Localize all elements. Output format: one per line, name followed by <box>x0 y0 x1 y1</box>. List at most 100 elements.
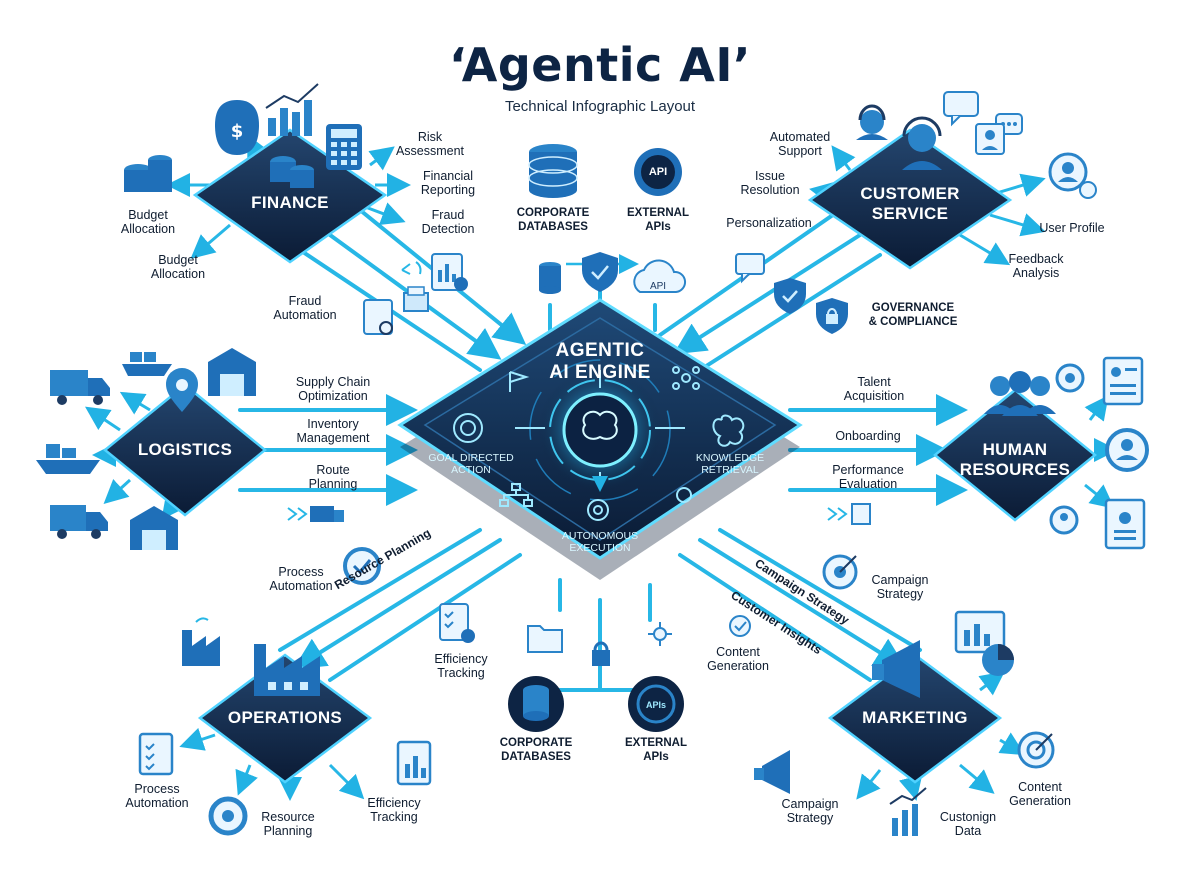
content-bot-line2: Generation <box>1009 794 1071 808</box>
money-bag-icon: $ <box>215 100 259 155</box>
location-pin-icon <box>166 368 198 412</box>
marketing-hub-label: MARKETING <box>862 708 968 727</box>
target-icon <box>453 413 483 443</box>
feedback-line2: Analysis <box>1012 266 1060 280</box>
supply-line1: Supply Chain <box>295 375 371 389</box>
content-check-icon <box>729 615 751 637</box>
small-megaphone-icon <box>754 750 790 794</box>
coin-stack-icon <box>124 155 172 192</box>
route-line2: Planning <box>308 477 358 491</box>
user-card-icon <box>975 123 1005 155</box>
process-bot-line2: Automation <box>125 796 189 810</box>
logistics-icons <box>36 348 344 550</box>
audit-doc-icon <box>363 299 393 335</box>
knowledge-retrieval-label: KNOWLEDGE RETRIEVAL <box>680 452 780 476</box>
database-icon <box>528 144 578 198</box>
coins-icon <box>270 156 314 188</box>
cargo-ship-icon <box>122 352 172 376</box>
issue-line2: Resolution <box>740 183 800 197</box>
top-data-icons <box>528 144 686 294</box>
headset-agent-icon <box>902 116 942 170</box>
padlock-icon <box>592 641 610 666</box>
corp-db-top-line1: CORPORATE <box>516 207 590 219</box>
efficiency-top-line1: Efficiency <box>434 652 488 666</box>
engine-title: AGENTIC AI ENGINE <box>520 340 680 384</box>
flag-icon <box>509 371 530 392</box>
performance-line1: Performance <box>832 463 904 477</box>
budget-b-line2: Allocation <box>150 267 206 281</box>
resource-bot-line2: Planning <box>263 824 313 838</box>
delivery-truck-icon <box>50 505 108 539</box>
personalization-label: Personalization <box>726 216 812 230</box>
resume-doc-icon <box>1102 356 1144 406</box>
megaphone-icon <box>872 640 920 698</box>
efficiency-bot-line1: Efficiency <box>367 796 421 810</box>
outer-arrows <box>85 134 1118 801</box>
profile-gear-icon <box>1049 505 1079 535</box>
knowledge-line1: KNOWLEDGE <box>695 452 765 464</box>
fraud-detection-line1: Fraud <box>431 208 465 222</box>
reporting-line2: Reporting <box>420 183 476 197</box>
autonomous-execution-label: AUTONOMOUS EXECUTION <box>548 530 652 554</box>
chat-bubble-icon <box>943 91 979 127</box>
message-icon <box>735 253 765 284</box>
customer-icons <box>735 91 1097 334</box>
fraud-automation-line1: Fraud <box>288 294 322 308</box>
finance-hub-label: FINANCE <box>251 193 329 212</box>
transfer-icon <box>827 503 871 525</box>
shield-icon <box>582 252 618 292</box>
hr-line2: RESOURCES <box>959 460 1071 479</box>
marketing-hub <box>827 653 1003 784</box>
network-node-icon <box>648 622 672 646</box>
campaign-bot-line1: Campaign <box>781 797 839 811</box>
report-doc-icon <box>431 253 468 291</box>
ext-api-top-line2: APIs <box>645 221 671 233</box>
pie-chart-icon <box>982 644 1014 676</box>
content-top-line1: Content <box>716 645 760 659</box>
goal-directed-label: GOAL DIRECTED ACTION <box>416 452 526 476</box>
central-brain-icon <box>582 410 618 440</box>
campaign-bot-line2: Strategy <box>786 811 834 825</box>
finance-icons: $ <box>124 83 468 335</box>
tracking-report-icon <box>396 740 432 786</box>
hr-hub-label: HUMAN RESOURCES <box>945 440 1085 480</box>
printer-icon <box>403 286 429 312</box>
knowledge-brain-icon <box>712 414 745 447</box>
svg-text:$: $ <box>231 121 244 142</box>
goal-line2: ACTION <box>451 464 491 476</box>
page-title: ‘Agentic AI’ <box>449 38 751 92</box>
process-bot-line1: Process <box>134 782 180 796</box>
supply-line2: Optimization <box>298 389 368 403</box>
operations-hub-label: OPERATIONS <box>227 708 343 727</box>
content-top-line2: Generation <box>707 659 769 673</box>
fraud-detection-line2: Detection <box>421 222 475 236</box>
depot-icon <box>130 506 178 550</box>
governance-line1: GOVERNANCE <box>871 302 955 314</box>
autonomous-line1: AUTONOMOUS <box>561 530 639 542</box>
bottom-data-icons <box>508 622 684 732</box>
user-gear-icon <box>1105 428 1149 472</box>
dashboard-icon <box>954 610 1006 654</box>
ship-icon <box>36 444 100 474</box>
refresh-arrows-icon <box>401 261 422 275</box>
marketing-icons <box>729 554 1055 836</box>
